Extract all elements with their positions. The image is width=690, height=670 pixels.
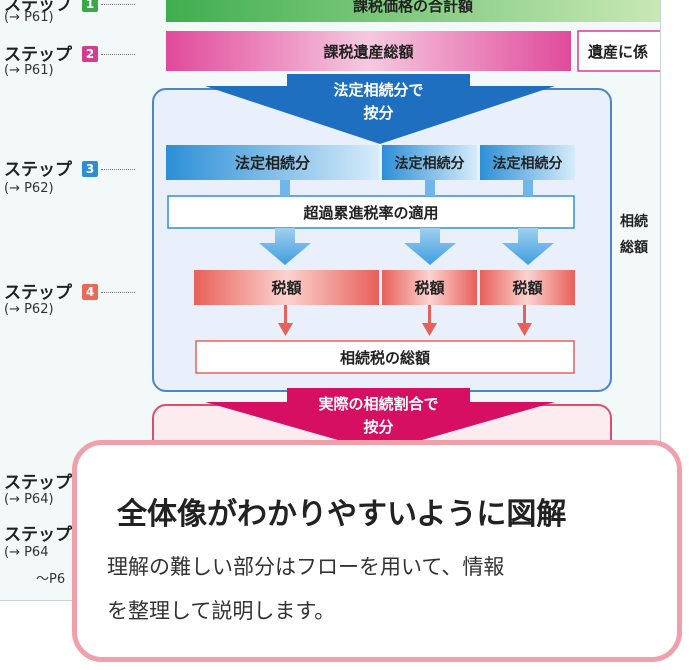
blue-arrow-2 <box>404 228 456 265</box>
tax-amount-1: 税額 <box>271 279 302 297</box>
total-tax-shape <box>195 340 575 374</box>
step-6-ref: (→ P64 <box>4 545 49 560</box>
total-tax-box: 相続税の総額 <box>339 348 430 367</box>
step-5-label: ステップ <box>4 473 72 493</box>
tax-amount-3: 税額 <box>512 279 543 297</box>
top-bar: 課税価格の合計額 <box>352 0 473 15</box>
legal-share-2: 法定相続分 <box>394 155 465 172</box>
split-arrow-shape <box>205 74 555 144</box>
legal-share-3-shape <box>480 145 575 180</box>
side-label-line1: 相続 <box>620 214 648 230</box>
callout-title: 全体像がわかりやすいように図解 <box>117 497 567 532</box>
actual-arrow-line1: 実際の相続割合で <box>318 394 439 413</box>
top-bar-shape <box>166 0 660 22</box>
callout-line-1: 理解の難しい部分はフローを用いて、情報 <box>107 555 505 579</box>
step-3-ref: (→ P62) <box>4 181 54 196</box>
side-label-line2: 総額 <box>620 240 648 256</box>
progressive-rate-box: 超過累進税率の適用 <box>303 203 439 222</box>
actual-arrow-line2: 按分 <box>363 417 394 436</box>
actual-arrow-shape <box>205 388 555 452</box>
tax-2-shape <box>382 270 477 305</box>
step-2-ref: (→ P61) <box>4 63 54 78</box>
callout-line-2: を整理して説明します。 <box>107 599 336 623</box>
diagram-arrows <box>166 74 575 452</box>
step-1-ref: (→ P61) <box>4 10 54 25</box>
total-estate-shape <box>166 31 571 71</box>
progressive-box-shape <box>167 195 575 229</box>
legal-share-3: 法定相続分 <box>492 155 563 172</box>
step-6-ref-end: ～P6 <box>36 572 66 587</box>
step-5-ref: (→ P64) <box>4 492 54 507</box>
blue-arrow-1 <box>259 228 311 265</box>
tax-3-shape <box>480 270 575 305</box>
diagram-shapes <box>166 0 660 72</box>
step-6-label: ステップ <box>4 525 72 545</box>
legal-share-1-shape <box>166 145 379 180</box>
split-arrow-line2: 按分 <box>363 103 394 122</box>
tax-amount-2: 税額 <box>414 279 445 297</box>
legal-share-2-shape <box>382 145 477 180</box>
side-box-shape <box>577 30 660 72</box>
feature-callout: 全体像がわかりやすいように図解 理解の難しい部分はフローを用いて、情報 を整理し… <box>72 440 682 662</box>
side-box: 遺産に係 <box>588 42 649 61</box>
legal-share-1: 法定相続分 <box>234 154 310 172</box>
total-estate-bar: 課税遺産総額 <box>323 42 414 61</box>
blue-arrow-3 <box>502 228 554 265</box>
split-arrow-line1: 法定相続分で <box>333 80 424 99</box>
tax-1-shape <box>194 270 379 305</box>
step-4-ref: (→ P62) <box>4 302 54 317</box>
